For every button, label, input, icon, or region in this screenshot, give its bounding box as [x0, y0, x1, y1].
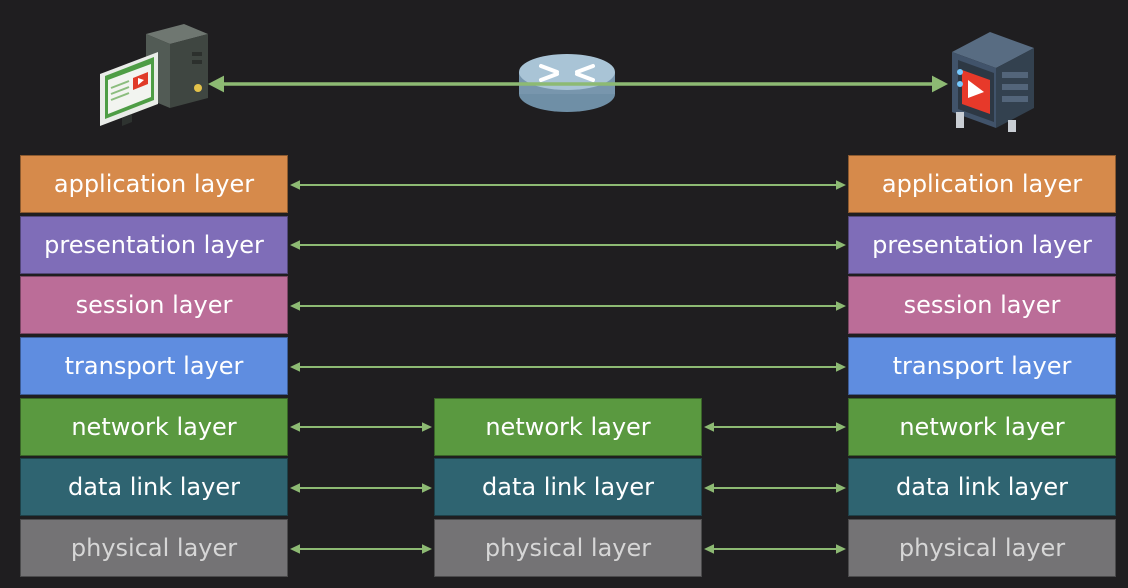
peer-arrow-row-2 — [290, 240, 846, 250]
left-network-layer: network layer — [20, 398, 288, 456]
right-presentation-layer: presentation layer — [848, 216, 1116, 274]
device-link-arrow — [208, 75, 948, 93]
peer-arrow-row-3 — [290, 301, 846, 311]
left-application-layer: application layer — [20, 155, 288, 213]
right-application-layer: application layer — [848, 155, 1116, 213]
router-icon — [519, 54, 615, 112]
left-transport-layer: transport layer — [20, 337, 288, 395]
left-hop-arrow-row-5 — [290, 422, 432, 432]
middle-network-layer: network layer — [434, 398, 702, 456]
left-physical-layer: physical layer — [20, 519, 288, 577]
left-hop-arrow-row-7 — [290, 544, 432, 554]
right-physical-layer: physical layer — [848, 519, 1116, 577]
right-hop-arrow-row-5 — [704, 422, 846, 432]
peer-arrow-row-1 — [290, 180, 846, 190]
middle-physical-layer: physical layer — [434, 519, 702, 577]
middle-data-link-layer: data link layer — [434, 458, 702, 516]
left-hop-arrow-row-6 — [290, 483, 432, 493]
right-data-link-layer: data link layer — [848, 458, 1116, 516]
peer-arrow-row-4 — [290, 362, 846, 372]
left-data-link-layer: data link layer — [20, 458, 288, 516]
left-presentation-layer: presentation layer — [20, 216, 288, 274]
right-session-layer: session layer — [848, 276, 1116, 334]
right-transport-layer: transport layer — [848, 337, 1116, 395]
right-network-layer: network layer — [848, 398, 1116, 456]
left-session-layer: session layer — [20, 276, 288, 334]
computer-icon — [100, 24, 208, 126]
right-hop-arrow-row-6 — [704, 483, 846, 493]
server-icon — [952, 32, 1034, 132]
right-hop-arrow-row-7 — [704, 544, 846, 554]
